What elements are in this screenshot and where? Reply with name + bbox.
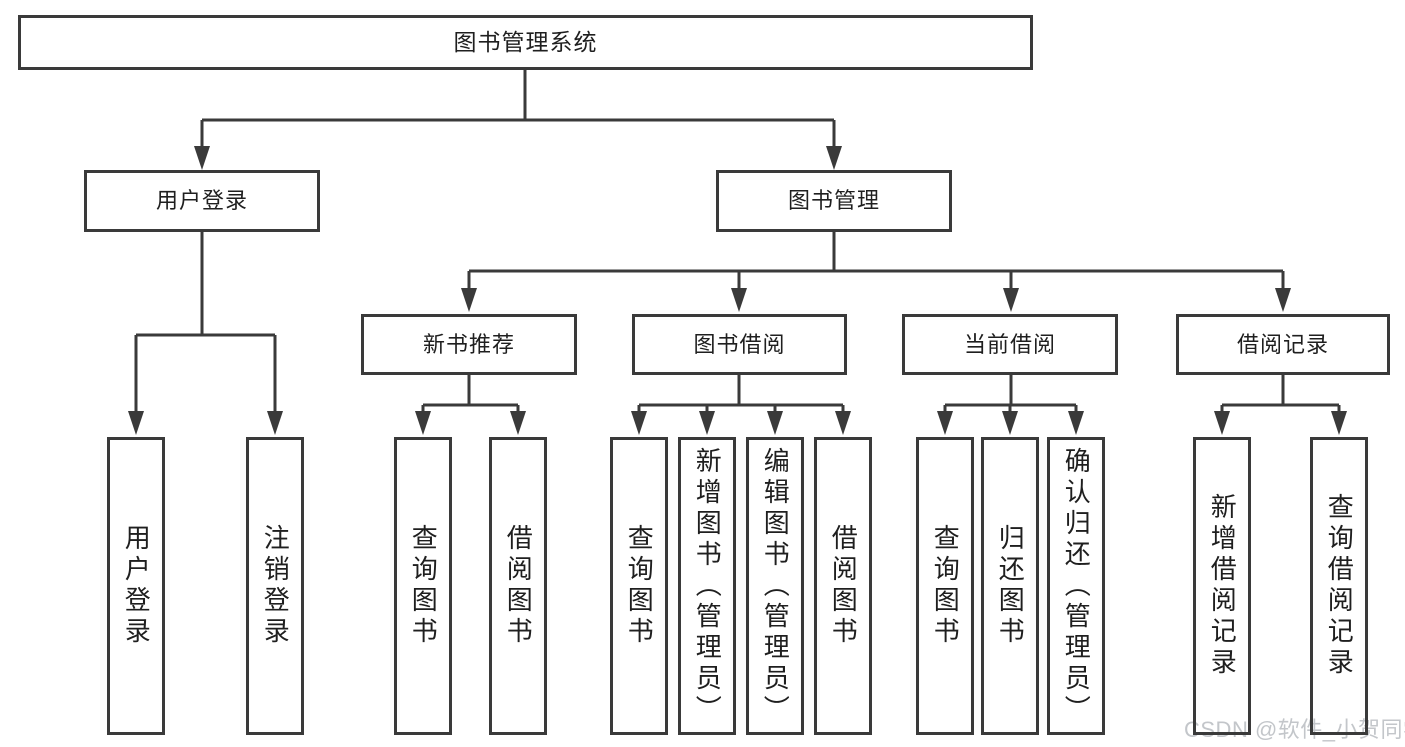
leaf-edit-book-admin: 编辑图书（管理员） — [746, 437, 804, 735]
connector-root-to-level2 — [194, 70, 842, 170]
leaf-borrow-books-recommend: 借阅图书 — [489, 437, 547, 735]
leaf-query-books-borrow: 查询图书 — [610, 437, 668, 735]
leaf-add-book-admin: 新增图书（管理员） — [678, 437, 736, 735]
leaf-confirm-return-admin: 确认归还（管理员） — [1047, 437, 1105, 735]
leaf-query-books-recommend: 查询图书 — [394, 437, 452, 735]
node-new-book-recommendation: 新书推荐 — [361, 314, 577, 375]
leaf-user-login: 用户登录 — [107, 437, 165, 735]
leaf-logout: 注销登录 — [246, 437, 304, 735]
leaf-return-book: 归还图书 — [981, 437, 1039, 735]
leaf-query-books-current: 查询图书 — [916, 437, 974, 735]
csdn-watermark: CSDN @软件_小贺同学 — [1184, 717, 1405, 742]
leaf-query-borrow-record: 查询借阅记录 — [1310, 437, 1368, 735]
node-borrowing-records: 借阅记录 — [1176, 314, 1390, 375]
node-book-management: 图书管理 — [716, 170, 952, 232]
leaf-add-borrow-record: 新增借阅记录 — [1193, 437, 1251, 735]
connector-new-book-rec-children — [415, 375, 526, 435]
connector-book-borrow-children — [631, 375, 851, 435]
node-book-borrowing: 图书借阅 — [632, 314, 847, 375]
leaf-borrow-books: 借阅图书 — [814, 437, 872, 735]
node-library-management-system: 图书管理系统 — [18, 15, 1033, 70]
node-current-borrowing: 当前借阅 — [902, 314, 1118, 375]
connector-user-login-children — [128, 232, 283, 435]
connector-borrow-records-children — [1214, 375, 1347, 435]
connector-book-mgmt-to-level3 — [461, 232, 1291, 312]
node-user-login: 用户登录 — [84, 170, 320, 232]
connector-current-borrow-children — [937, 375, 1084, 435]
